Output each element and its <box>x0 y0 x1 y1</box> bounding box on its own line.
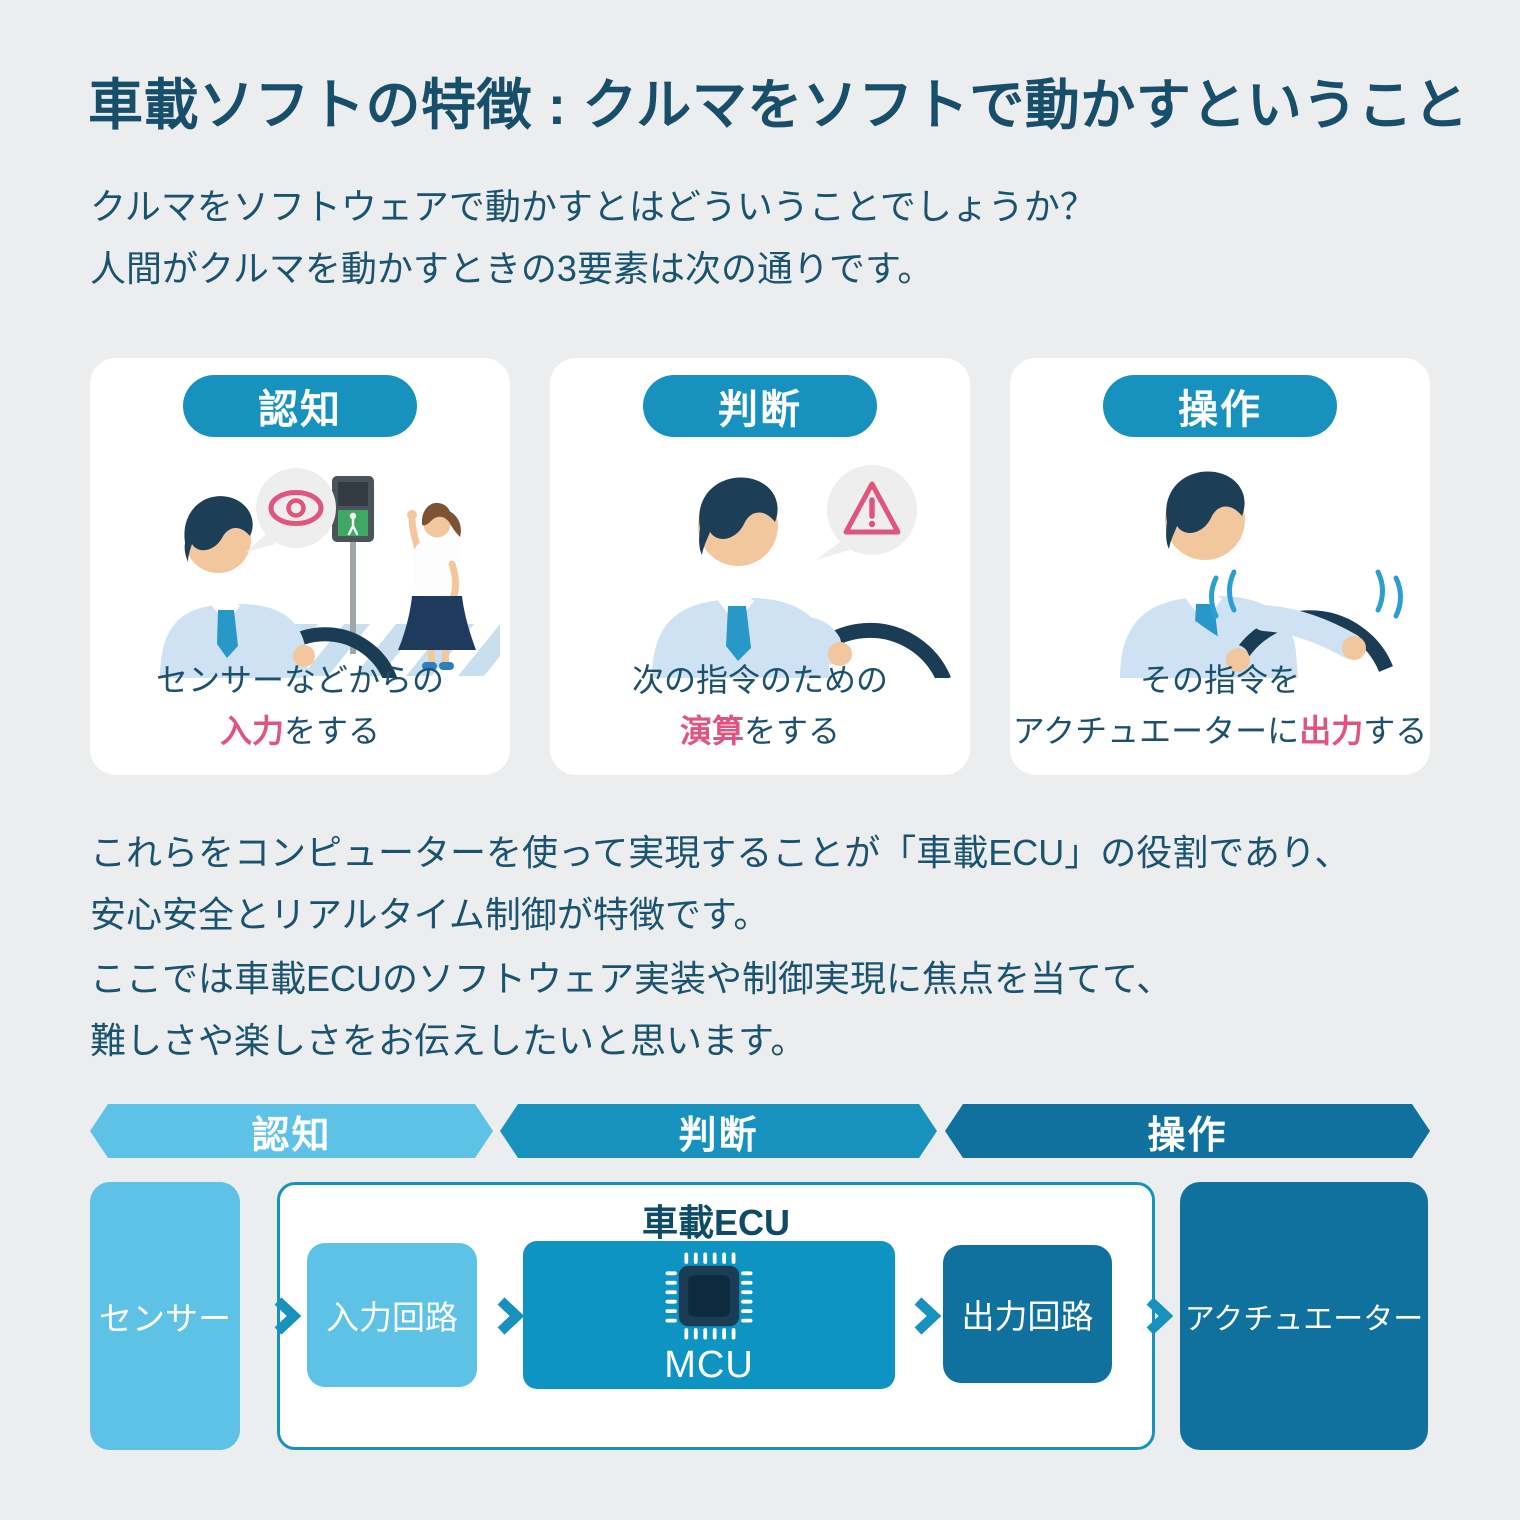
ecu-label: 車載ECU <box>641 1202 790 1243</box>
keyword-output: 出力 <box>1299 712 1364 749</box>
keyword-calc: 演算 <box>679 712 744 749</box>
closing-line-2: 難しさや楽しさをお伝えしたいと思います。 <box>90 1019 807 1061</box>
caption-recognition: センサーなどからの 入力をする <box>155 661 444 749</box>
stage-banner-operation: 操作 <box>945 1104 1430 1158</box>
speech-bubble <box>816 465 917 560</box>
ecu-role-line-2: 安心安全とリアルタイム制御が特徴です。 <box>90 893 770 935</box>
card-judgment: 判断 次の指令のため <box>550 358 970 775</box>
card-operation: 操作 その指令を アクチュエーターに出 <box>1010 358 1430 775</box>
concept-cards-row: 認知 <box>90 358 1430 775</box>
judgment-illustration <box>652 465 951 678</box>
card-recognition: 認知 <box>90 358 510 775</box>
ecu-role-paragraph: これらをコンピューターを使って実現することが「車載ECU」の役割であり、 安心安… <box>90 822 1350 946</box>
intro-line-2: 人間がクルマを動かすときの3要素は次の通りです。 <box>90 247 934 289</box>
mcu-label: MCU <box>664 1343 754 1386</box>
warning-triangle-icon <box>843 481 901 535</box>
arrow-right-icon <box>242 1297 302 1335</box>
driver-figure <box>1120 471 1393 678</box>
speech-bubble <box>246 468 336 552</box>
arrow-right-icon <box>1116 1297 1174 1335</box>
driver-figure <box>160 496 398 678</box>
closing-paragraph: ここでは車載ECUのソフトウェア実装や制御実現に焦点を当てて、 難しさや楽しさを… <box>90 948 1172 1072</box>
caption-judgment: 次の指令のための 演算をする <box>631 661 888 749</box>
arrow-right-icon <box>481 1297 525 1335</box>
caption-operation: その指令を アクチュエーターに出力する <box>1012 661 1428 749</box>
flow-node-mcu: MCU <box>523 1241 895 1389</box>
recognition-illustration <box>160 468 500 678</box>
closing-line-1: ここでは車載ECUのソフトウェア実装や制御実現に焦点を当てて、 <box>90 958 1173 999</box>
badge-recognition: 認知 <box>183 375 417 437</box>
flow-node-sensor: センサー <box>90 1182 240 1450</box>
intro-line-1: クルマをソフトウェアで動かすとはどういうことでしょうか？ <box>90 186 1096 227</box>
motion-lines <box>1209 569 1403 619</box>
stage-banner-recognition: 認知 <box>90 1104 493 1158</box>
eye-icon <box>268 490 324 526</box>
operation-illustration <box>1120 471 1403 678</box>
keyword-input: 入力 <box>219 712 284 749</box>
badge-judgment: 判断 <box>643 375 877 437</box>
intro-paragraph: クルマをソフトウェアで動かすとはどういうことでしょうか？ 人間がクルマを動かすと… <box>90 176 1096 300</box>
pedestrian-figure <box>398 502 476 670</box>
flow-node-output-circuit: 出力回路 <box>943 1245 1112 1383</box>
flow-node-input-circuit: 入力回路 <box>307 1243 477 1387</box>
ecu-role-line-1: これらをコンピューターを使って実現することが「車載ECU」の役割であり、 <box>90 832 1351 873</box>
flow-node-actuator: アクチュエーター <box>1180 1182 1428 1450</box>
arrow-right-icon <box>898 1297 942 1335</box>
pedestrian-signal-icon <box>332 476 374 654</box>
page-title: 車載ソフトの特徴 : クルマをソフトで動かすということ <box>88 74 1469 136</box>
chip-icon <box>665 1252 753 1339</box>
badge-operation: 操作 <box>1103 375 1337 437</box>
driver-figure <box>652 477 951 678</box>
stage-banner-judgment: 判断 <box>500 1104 937 1158</box>
